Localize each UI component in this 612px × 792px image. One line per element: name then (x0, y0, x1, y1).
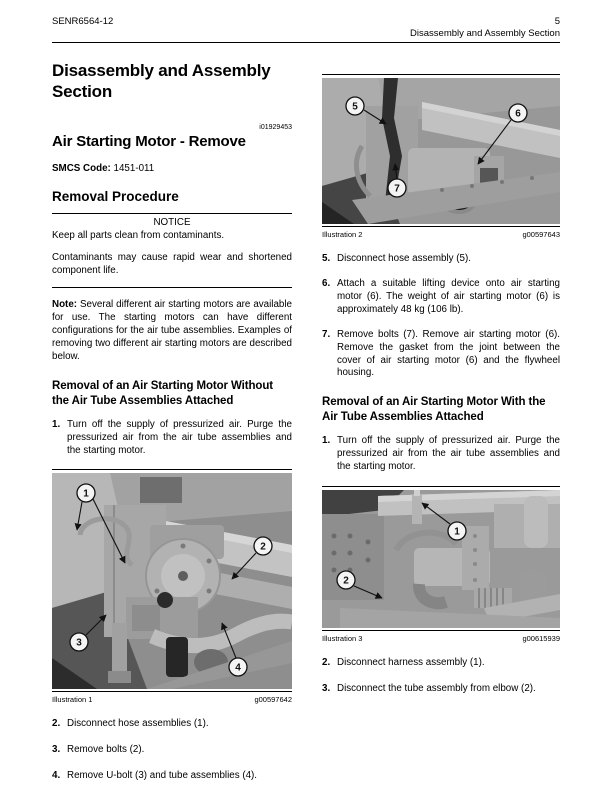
callout-4-badge: 4 (228, 657, 248, 678)
harness-fitting (412, 494, 422, 525)
illustration-3-caption: Illustration 3 g00615939 (322, 634, 560, 643)
illustration-3-figure: 1 2 (322, 486, 560, 632)
svg-text:6: 6 (515, 109, 521, 120)
callout-5-badge: 5 (345, 96, 365, 116)
air-starting-motor (408, 148, 490, 196)
illustration-3-photo: 1 2 (322, 490, 560, 629)
section-title: Disassembly and Assembly Section (52, 61, 271, 101)
article-id-code: i01929453 (259, 124, 292, 132)
step-5-without: 5. Disconnect hose assembly (5). (322, 253, 471, 264)
procedure-heading: Removal Procedure (52, 189, 179, 205)
illustration-2-photo: 5 6 7 (322, 78, 560, 224)
illustration-3-label: Illustration 3 (322, 634, 363, 644)
svg-text:5: 5 (352, 102, 358, 113)
illustration-2-label: Illustration 2 (322, 230, 363, 239)
hose (393, 529, 459, 552)
callout-3-badge: 3 (69, 632, 89, 653)
callout-1-badge: 1 (447, 521, 467, 541)
hose-assembly (353, 144, 372, 198)
article-title: Air Starting Motor - Remove (52, 133, 246, 151)
svg-text:1: 1 (454, 527, 460, 538)
callout-2-badge: 2 (253, 536, 273, 557)
header-section-name: Disassembly and Assembly Section (410, 28, 560, 39)
doc-code: SENR6564-12 (52, 16, 114, 27)
svg-text:2: 2 (260, 542, 266, 553)
step-2-without: 2. Disconnect hose assemblies (1). (52, 718, 209, 730)
svg-text:1: 1 (83, 489, 89, 500)
illustration-1-caption: Illustration 1 g00597642 (52, 695, 292, 704)
note-label: Note: (52, 299, 78, 311)
callout-6-badge: 6 (508, 103, 528, 123)
lifting-strap (382, 78, 402, 202)
callout-7-badge: 7 (387, 178, 407, 198)
illustration-1-label: Illustration 1 (52, 695, 93, 705)
note-text: Several different air starting motors ar… (52, 299, 292, 362)
notice-text-2: Contaminants may cause rapid wear and sh… (52, 252, 292, 277)
elbow (413, 583, 448, 610)
header-rule (52, 42, 560, 43)
right-column: 5 6 7 Illustration 2 g00597643 5. (322, 61, 560, 783)
notice-title: NOTICE (153, 217, 191, 229)
svg-text:3: 3 (76, 638, 82, 649)
left-column: Disassembly and Assembly Section i019294… (52, 61, 294, 783)
illustration-2-figure: 5 6 7 (322, 74, 560, 227)
notice-box: NOTICE Keep all parts clean from contami… (52, 213, 292, 289)
illustration-2-caption: Illustration 2 g00597643 (322, 230, 560, 239)
smcs-value: 1451-011 (110, 163, 155, 175)
svg-text:2: 2 (343, 576, 349, 587)
illustration-1-figure: 1 2 3 4 (52, 469, 294, 693)
step-4-without: 4. Remove U-bolt (3) and tube assemblies… (52, 770, 258, 782)
illustration-1-code: g00597642 (254, 695, 292, 705)
notice-text-1: Keep all parts clean from contaminants. (52, 230, 225, 242)
callout-2-badge: 2 (336, 570, 356, 590)
subheading-with: Removal of an Air Starting Motor With th… (322, 396, 546, 424)
svg-text:4: 4 (235, 663, 241, 674)
step-3-without: 3. Remove bolts (2). (52, 744, 145, 756)
step-3-with: 3. Disconnect the tube assembly from elb… (322, 682, 536, 694)
hose-assembly (77, 516, 134, 568)
engine-block (322, 514, 384, 601)
illustration-1-photo: 1 2 3 4 (52, 473, 294, 690)
smcs-code-line: SMCS Code: 1451-011 (52, 163, 292, 174)
illustration-3-code: g00615939 (522, 634, 560, 644)
illustration-2-code: g00597643 (522, 230, 560, 239)
step-2-with: 2. Disconnect harness assembly (1). (322, 657, 485, 669)
page-number: 5 (554, 16, 560, 27)
step-1-without: 1. Turn off the supply of pressurized ai… (52, 418, 292, 456)
svg-text:7: 7 (394, 184, 400, 195)
note-paragraph: Note: Several different air starting mot… (52, 299, 292, 364)
smcs-label: SMCS Code: (52, 163, 111, 175)
step-6-without: 6. Attach a suitable lifting device onto… (322, 277, 560, 315)
upper-cylinder (422, 102, 560, 158)
page-header: SENR6564-12 5 Disassembly and Assembly S… (52, 16, 560, 43)
callout-1-badge: 1 (76, 483, 96, 504)
subheading-without: Removal of an Air Starting Motor Without… (52, 379, 273, 407)
step-1-with: 1. Turn off the supply of pressurized ai… (322, 435, 560, 473)
step-7-without: 7. Remove bolts (7). Remove air starting… (322, 328, 560, 379)
